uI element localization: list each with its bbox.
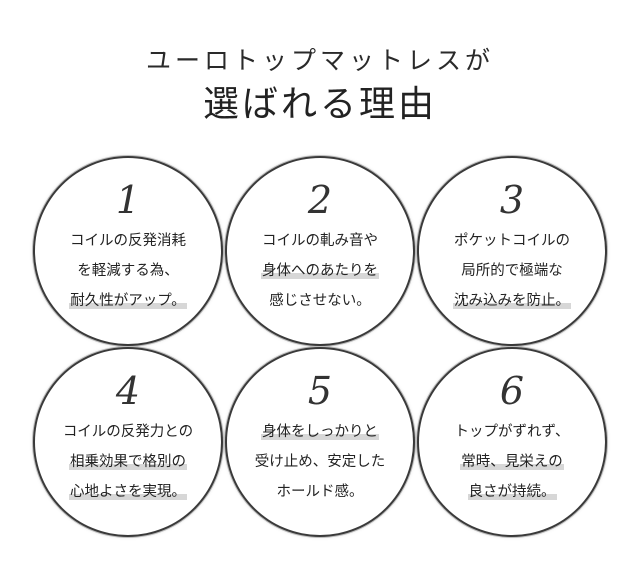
reason-text-line: コイルの反発力との (62, 424, 194, 440)
reason-card-5: 5 身体をしっかりと 受け止め、安定した ホールド感。 (227, 349, 413, 535)
reason-text-highlight: 心地よさを実現。 (69, 484, 187, 500)
reason-text-highlight: 身体をしっかりと (261, 424, 379, 440)
reason-card-2: 2 コイルの軋み音や 身体へのあたりを 感じさせない。 (227, 158, 413, 344)
reason-number: 4 (115, 369, 141, 413)
reason-text-line: 局所的で極端な (461, 263, 563, 279)
reason-text-highlight: 常時、見栄えの (460, 454, 564, 470)
reason-number: 6 (499, 369, 525, 413)
reason-text-line: 感じさせない。 (269, 293, 371, 309)
reason-number: 3 (499, 178, 525, 222)
reason-text-line: トップがずれず、 (454, 424, 570, 440)
reason-text-highlight: 沈み込みを防止。 (453, 293, 571, 309)
page-subtitle: ユーロトップマットレスが (145, 46, 494, 75)
reason-text-line: 受け止め、安定した (254, 454, 386, 470)
header: ユーロトップマットレスが 選ばれる理由 (0, 44, 640, 128)
reason-text-line: ポケットコイルの (454, 233, 570, 249)
reason-number: 5 (307, 369, 333, 413)
reason-card-4: 4 コイルの反発力との 相乗効果で格別の 心地よさを実現。 (35, 349, 221, 535)
reason-text-line: ホールド感。 (276, 484, 364, 500)
page-title: 選ばれる理由 (202, 84, 437, 125)
reason-text-line: を軽減する為、 (77, 263, 179, 279)
reason-text-line: コイルの軋み音や (262, 233, 378, 249)
reason-text-highlight: 耐久性がアップ。 (69, 293, 187, 309)
reason-text-line: コイルの反発消耗 (70, 233, 186, 249)
reason-card-3: 3 ポケットコイルの 局所的で極端な 沈み込みを防止。 (419, 158, 605, 344)
reason-card-1: 1 コイルの反発消耗 を軽減する為、 耐久性がアップ。 (35, 158, 221, 344)
reason-card-6: 6 トップがずれず、 常時、見栄えの 良さが持続。 (419, 349, 605, 535)
reason-text-highlight: 良さが持続。 (467, 484, 557, 500)
reason-text-highlight: 身体へのあたりを (261, 263, 379, 279)
reason-text-highlight: 相乗効果で格別の (69, 454, 187, 470)
reason-number: 2 (307, 178, 333, 222)
reason-number: 1 (115, 178, 141, 222)
